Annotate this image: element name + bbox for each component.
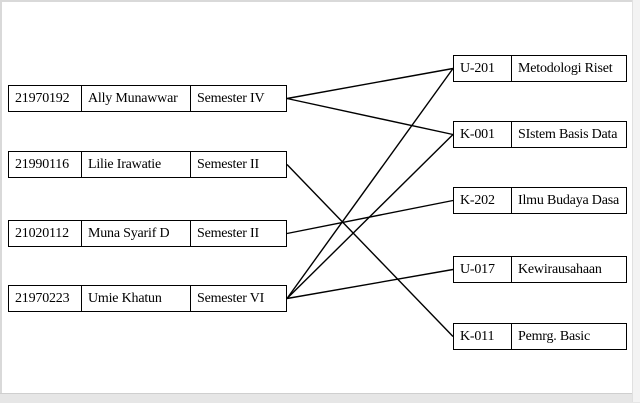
course-record: U-017 Kewirausahaan <box>453 256 627 283</box>
course-name: Ilmu Budaya Dasa <box>518 192 619 208</box>
student-record: 21990116 Lilie Irawatie Semester II <box>8 151 287 178</box>
course-name: Metodologi Riset <box>518 60 613 76</box>
relation-line <box>286 268 454 300</box>
relation-line <box>286 164 454 337</box>
course-record: K-001 SIstem Basis Data <box>453 121 627 148</box>
course-record: K-011 Pemrg. Basic <box>453 323 627 350</box>
student-name: Ally Munawwar <box>82 86 191 111</box>
student-semester: Semester II <box>197 225 259 241</box>
course-code: K-011 <box>454 324 512 349</box>
student-record: 21970223 Umie Khatun Semester VI <box>8 285 287 312</box>
course-code: K-202 <box>454 188 512 213</box>
student-semester: Semester VI <box>197 290 265 306</box>
student-nim: 21020112 <box>9 221 82 246</box>
student-nim: 21970192 <box>9 86 82 111</box>
course-record: U-201 Metodologi Riset <box>453 55 627 82</box>
student-name: Umie Khatun <box>82 286 191 311</box>
relation-line <box>286 134 454 299</box>
student-semester: Semester IV <box>197 90 265 106</box>
frame-top-border <box>0 0 640 2</box>
course-code: U-201 <box>454 56 512 81</box>
student-semester: Semester II <box>197 156 259 172</box>
bottom-scroll-strip <box>0 393 640 403</box>
student-record: 21020112 Muna Syarif D Semester II <box>8 220 287 247</box>
course-name: Pemrg. Basic <box>518 328 591 344</box>
student-record: 21970192 Ally Munawwar Semester IV <box>8 85 287 112</box>
right-scroll-strip <box>632 0 640 402</box>
course-name: Kewirausahaan <box>518 261 602 277</box>
student-nim: 21990116 <box>9 152 82 177</box>
relation-line <box>286 67 454 100</box>
relation-line <box>286 97 454 136</box>
course-record: K-202 Ilmu Budaya Dasa <box>453 187 627 214</box>
course-code: U-017 <box>454 257 512 282</box>
student-nim: 21970223 <box>9 286 82 311</box>
frame-left-border <box>0 0 2 402</box>
course-code: K-001 <box>454 122 512 147</box>
relation-line <box>286 68 454 299</box>
student-name: Lilie Irawatie <box>82 152 191 177</box>
student-name: Muna Syarif D <box>82 221 191 246</box>
course-name: SIstem Basis Data <box>518 126 618 142</box>
